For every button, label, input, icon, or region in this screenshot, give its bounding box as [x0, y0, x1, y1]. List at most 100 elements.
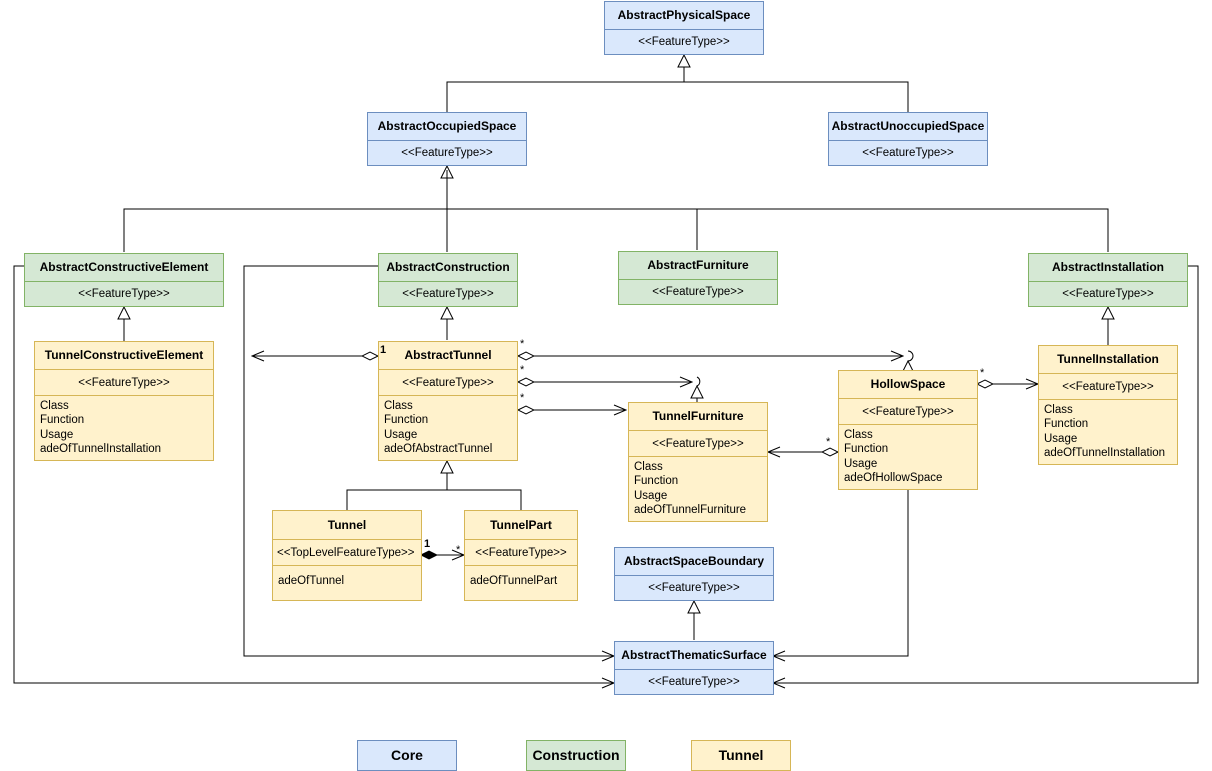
attribute: Class [384, 400, 413, 412]
multiplicity-label: 1 [380, 344, 387, 356]
class-tunnel-installation[interactable]: TunnelInstallation <<FeatureType>> Class… [1038, 345, 1178, 465]
attribute: Function [844, 443, 889, 456]
attribute: Usage [40, 428, 74, 441]
class-abstract-construction[interactable]: AbstractConstruction <<FeatureType>> [378, 253, 518, 307]
class-stereotype: <<FeatureType>> [1039, 373, 1177, 399]
class-name: TunnelFurniture [652, 409, 744, 423]
generalization-edge [123, 166, 447, 252]
class-tunnel-furniture[interactable]: TunnelFurniture <<FeatureType>> Class Fu… [628, 402, 768, 522]
attribute: Function [40, 414, 85, 427]
class-attributes: Class Function Usage adeOfTunnelInstalla… [35, 395, 213, 457]
class-stereotype: <<FeatureType>> [368, 140, 526, 165]
boundary-association-edge [773, 265, 1199, 683]
generalization-edge [447, 208, 698, 250]
attribute: Class [634, 461, 663, 473]
class-name: Tunnel [327, 518, 367, 532]
class-abstract-space-boundary[interactable]: AbstractSpaceBoundary <<FeatureType>> [614, 547, 774, 601]
class-stereotype: <<FeatureType>> [629, 430, 767, 456]
class-stereotype: <<FeatureType>> [35, 369, 213, 395]
class-name: AbstractUnoccupiedSpace [831, 119, 985, 133]
class-abstract-constructive-element[interactable]: AbstractConstructiveElement <<FeatureTyp… [24, 253, 224, 307]
attribute: adeOfTunnel [278, 575, 345, 587]
class-attributes: Class Function Usage adeOfTunnelInstalla… [1039, 399, 1177, 461]
multiplicity-label: * [826, 436, 831, 448]
class-tunnel[interactable]: Tunnel <<TopLevelFeatureType>> adeOfTunn… [272, 510, 422, 601]
generalization-edge [697, 208, 1109, 252]
class-stereotype: <<FeatureType>> [615, 575, 773, 600]
class-stereotype: <<TopLevelFeatureType>> [273, 539, 421, 565]
attribute: adeOfTunnelInstallation [40, 443, 162, 456]
legend-core: Core [357, 740, 457, 771]
class-stereotype: <<FeatureType>> [465, 539, 577, 565]
class-name: AbstractOccupiedSpace [377, 119, 517, 133]
class-abstract-unoccupied-space[interactable]: AbstractUnoccupiedSpace <<FeatureType>> [828, 112, 988, 166]
class-abstract-tunnel[interactable]: AbstractTunnel <<FeatureType>> Class Fun… [378, 341, 518, 461]
class-name: TunnelConstructiveElement [44, 348, 204, 362]
class-hollow-space[interactable]: HollowSpace <<FeatureType>> Class Functi… [838, 370, 978, 490]
class-name: AbstractConstructiveElement [39, 260, 209, 274]
generalization-edge [446, 55, 684, 112]
class-stereotype: <<FeatureType>> [615, 669, 773, 694]
attribute: adeOfTunnelFurniture [634, 504, 747, 517]
attribute: Function [634, 475, 679, 488]
attribute: Usage [1044, 432, 1078, 445]
class-stereotype: <<FeatureType>> [25, 281, 223, 306]
boundary-association-edge [13, 265, 614, 683]
class-stereotype: <<FeatureType>> [619, 279, 777, 304]
class-tunnel-part[interactable]: TunnelPart <<FeatureType>> adeOfTunnelPa… [464, 510, 578, 601]
multiplicity-label: * [520, 364, 525, 376]
attribute: Class [40, 400, 69, 412]
attribute: adeOfTunnelInstallation [1044, 447, 1166, 460]
attribute: Class [1044, 404, 1073, 416]
class-attributes: Class Function Usage adeOfHollowSpace [839, 424, 977, 486]
generalization-edge [346, 461, 447, 510]
attribute: Class [844, 429, 873, 441]
attribute: adeOfAbstractTunnel [384, 443, 493, 456]
multiplicity-label: * [980, 367, 985, 379]
class-name: AbstractPhysicalSpace [617, 8, 751, 22]
class-name: TunnelPart [490, 518, 552, 532]
class-stereotype: <<FeatureType>> [1029, 281, 1187, 306]
attribute: Usage [844, 457, 878, 470]
class-attributes: Class Function Usage adeOfAbstractTunnel [379, 395, 517, 457]
class-name: TunnelInstallation [1057, 352, 1159, 366]
class-name: AbstractSpaceBoundary [623, 554, 765, 568]
class-name: AbstractInstallation [1051, 260, 1165, 274]
class-abstract-installation[interactable]: AbstractInstallation <<FeatureType>> [1028, 253, 1188, 307]
class-attributes: Class Function Usage adeOfTunnelFurnitur… [629, 456, 767, 518]
legend-tunnel: Tunnel [691, 740, 791, 771]
class-abstract-occupied-space[interactable]: AbstractOccupiedSpace <<FeatureType>> [367, 112, 527, 166]
class-name: AbstractFurniture [647, 258, 749, 272]
generalization-edge [684, 81, 909, 112]
multiplicity-label: * [520, 338, 525, 350]
attribute: Usage [384, 428, 418, 441]
class-attributes: adeOfTunnel [273, 565, 421, 588]
class-abstract-thematic-surface[interactable]: AbstractThematicSurface <<FeatureType>> [614, 641, 774, 695]
class-attributes: adeOfTunnelPart [465, 565, 577, 588]
class-name: AbstractTunnel [404, 348, 492, 362]
multiplicity-label: * [456, 544, 461, 556]
class-stereotype: <<FeatureType>> [379, 281, 517, 306]
multiplicity-label: 1 [424, 538, 431, 550]
class-abstract-furniture[interactable]: AbstractFurniture <<FeatureType>> [618, 251, 778, 305]
class-stereotype: <<FeatureType>> [379, 369, 517, 395]
legend-construction: Construction [526, 740, 626, 771]
class-stereotype: <<FeatureType>> [605, 29, 763, 54]
class-stereotype: <<FeatureType>> [839, 398, 977, 424]
class-name: AbstractThematicSurface [621, 648, 767, 662]
class-abstract-physical-space[interactable]: AbstractPhysicalSpace <<FeatureType>> [604, 1, 764, 55]
boundary-association-edge [243, 265, 614, 656]
attribute: Function [1044, 418, 1089, 431]
attribute: adeOfHollowSpace [844, 472, 943, 485]
class-name: AbstractConstruction [386, 260, 510, 274]
class-name: HollowSpace [870, 377, 946, 391]
attribute: Usage [634, 489, 668, 502]
boundary-association-edge [773, 489, 909, 656]
multiplicity-label: * [520, 392, 525, 404]
attribute: adeOfTunnelPart [470, 575, 558, 587]
generalization-edge [447, 489, 522, 510]
attribute: Function [384, 414, 429, 427]
class-stereotype: <<FeatureType>> [829, 140, 987, 165]
class-tunnel-constructive-element[interactable]: TunnelConstructiveElement <<FeatureType>… [34, 341, 214, 461]
